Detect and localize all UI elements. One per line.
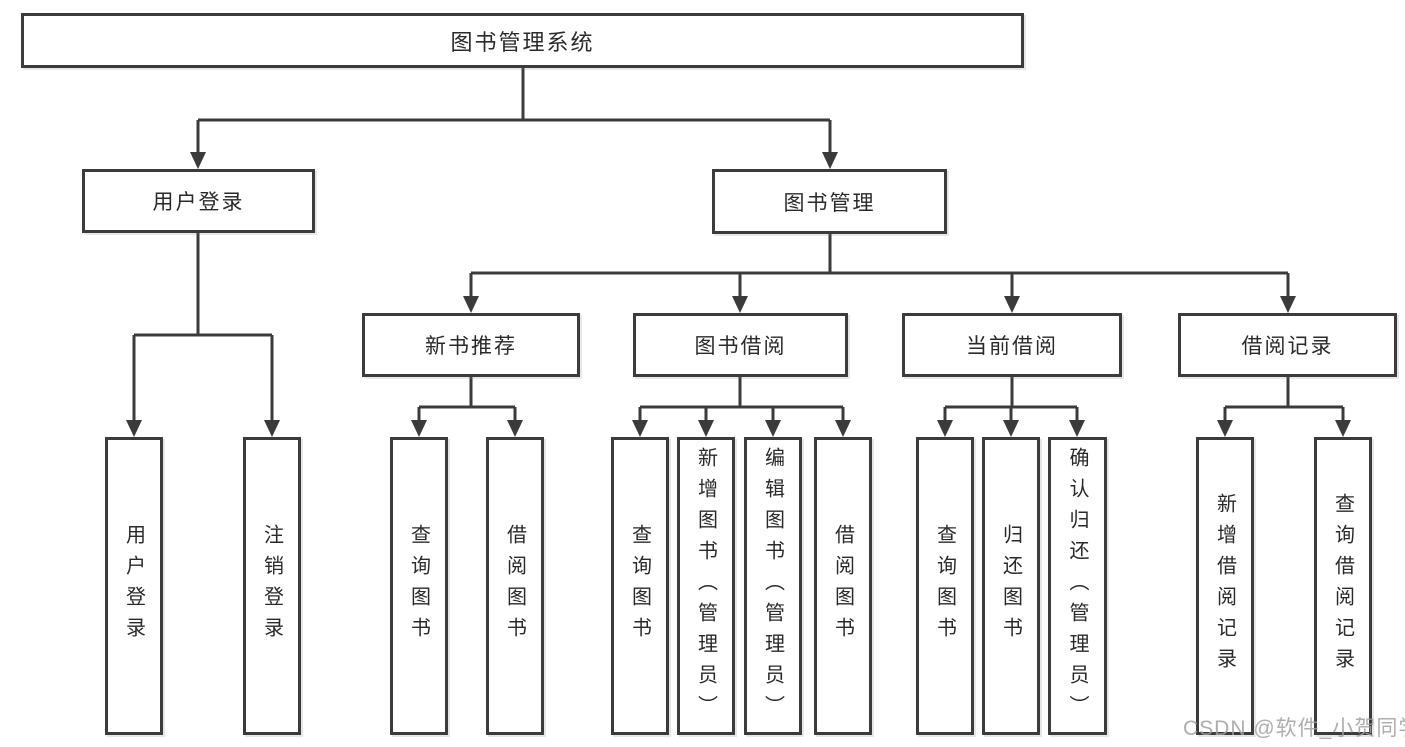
leaf-label: 归还图书 bbox=[999, 524, 1022, 648]
leaf-add-borrow-record: 新增借阅记录 bbox=[1196, 437, 1254, 735]
leaf-label: 编辑图书（管理员） bbox=[761, 446, 784, 726]
leaf-borrow-books-2: 借阅图书 bbox=[814, 437, 872, 735]
leaf-borrow-books-1: 借阅图书 bbox=[486, 437, 544, 735]
node-library-system: 图书管理系统 bbox=[21, 13, 1024, 68]
leaf-return-book: 归还图书 bbox=[982, 437, 1040, 735]
leaf-edit-book-admin: 编辑图书（管理员） bbox=[744, 437, 802, 735]
leaf-query-books-1: 查询图书 bbox=[390, 437, 448, 735]
leaf-label: 确认归还（管理员） bbox=[1066, 446, 1088, 726]
leaf-label: 借阅图书 bbox=[503, 524, 526, 648]
csdn-watermark: CSDN @软件_小贺同学 bbox=[1183, 717, 1405, 740]
node-book-management: 图书管理 bbox=[712, 169, 947, 234]
leaf-label: 查询图书 bbox=[628, 524, 651, 648]
node-user-login: 用户登录 bbox=[82, 169, 315, 233]
leaf-label: 查询借阅记录 bbox=[1331, 493, 1354, 679]
leaf-label: 借阅图书 bbox=[831, 524, 854, 648]
leaf-confirm-return-admin: 确认归还（管理员） bbox=[1048, 437, 1107, 735]
leaf-add-book-admin: 新增图书（管理员） bbox=[677, 437, 735, 735]
leaf-label: 用户登录 bbox=[122, 524, 145, 648]
leaf-query-books-3: 查询图书 bbox=[916, 437, 974, 735]
leaf-label: 新增图书（管理员） bbox=[694, 446, 717, 726]
node-book-borrowing: 图书借阅 bbox=[633, 313, 848, 377]
leaf-user-login: 用户登录 bbox=[105, 437, 163, 735]
node-current-borrowing: 当前借阅 bbox=[902, 313, 1122, 377]
leaf-label: 注销登录 bbox=[260, 524, 283, 648]
node-new-book-recommend: 新书推荐 bbox=[362, 313, 580, 377]
leaf-label: 新增借阅记录 bbox=[1213, 493, 1236, 679]
leaf-label: 查询图书 bbox=[407, 524, 430, 648]
leaf-query-borrow-record: 查询借阅记录 bbox=[1314, 437, 1372, 735]
leaf-logout: 注销登录 bbox=[243, 437, 301, 735]
leaf-label: 查询图书 bbox=[933, 524, 956, 648]
leaf-query-books-2: 查询图书 bbox=[611, 437, 669, 735]
node-borrowing-records: 借阅记录 bbox=[1178, 313, 1397, 377]
